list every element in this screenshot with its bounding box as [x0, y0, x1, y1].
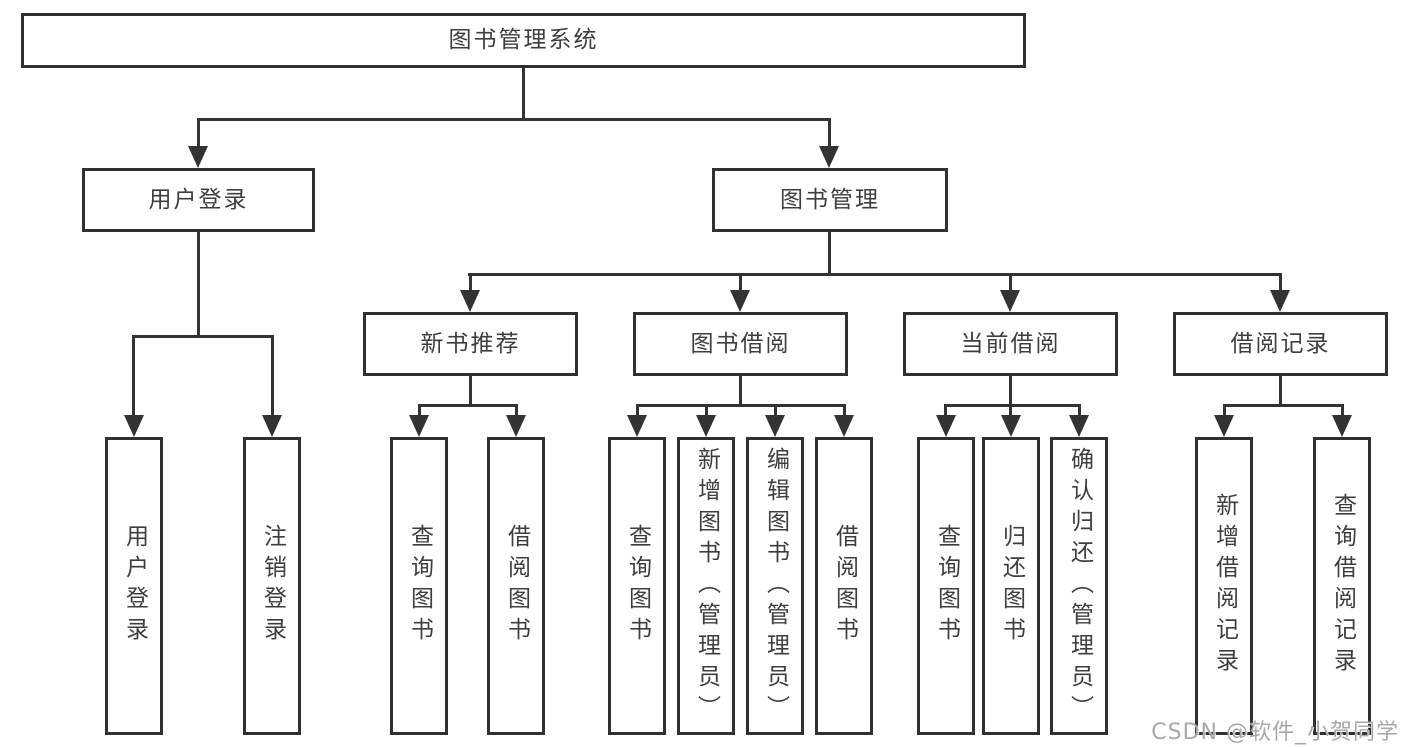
- leaf-add-book-admin: 新增图书（管理员）: [677, 437, 735, 735]
- connector-line: [418, 404, 518, 407]
- leaf-user-login: 用户登录: [105, 437, 163, 735]
- node-book-management: 图书管理: [712, 168, 948, 232]
- leaf-return-book: 归还图书: [982, 437, 1040, 735]
- connector-line: [132, 335, 135, 417]
- connector-line: [828, 118, 831, 148]
- connector-arrowhead: [188, 146, 208, 168]
- node-new-book-recommend: 新书推荐: [363, 312, 578, 376]
- connector-line: [469, 273, 472, 292]
- connector-arrowhead: [506, 415, 526, 437]
- connector-arrowhead: [936, 415, 956, 437]
- connector-line: [944, 404, 1081, 407]
- connector-line: [1279, 374, 1282, 407]
- connector-arrowhead: [409, 415, 429, 437]
- connector-line: [1341, 404, 1344, 417]
- node-borrow-records: 借阅记录: [1173, 312, 1388, 376]
- connector-arrowhead: [262, 415, 282, 437]
- connector-line: [1223, 404, 1344, 407]
- connector-line: [828, 232, 831, 276]
- connector-line: [468, 273, 1282, 276]
- connector-line: [132, 335, 274, 338]
- connector-line: [271, 335, 274, 417]
- connector-line: [636, 404, 639, 417]
- connector-line: [469, 374, 472, 407]
- connector-line: [843, 404, 846, 417]
- connector-arrowhead: [124, 415, 144, 437]
- connector-line: [522, 66, 525, 121]
- connector-arrowhead: [627, 415, 647, 437]
- leaf-borrow-books-recommend: 借阅图书: [487, 437, 545, 735]
- connector-line: [705, 404, 708, 417]
- connector-arrowhead: [1332, 415, 1352, 437]
- connector-arrowhead: [1214, 415, 1234, 437]
- leaf-query-books-recommend: 查询图书: [390, 437, 448, 735]
- connector-arrowhead: [730, 290, 750, 312]
- connector-arrowhead: [1001, 415, 1021, 437]
- connector-line: [1009, 404, 1012, 417]
- connector-arrowhead: [1270, 290, 1290, 312]
- connector-line: [1009, 273, 1012, 292]
- leaf-add-borrow-record: 新增借阅记录: [1195, 437, 1253, 735]
- leaf-edit-book-admin: 编辑图书（管理员）: [746, 437, 804, 735]
- leaf-confirm-return-admin: 确认归还（管理员）: [1050, 437, 1108, 735]
- connector-line: [636, 404, 845, 407]
- connector-line: [197, 118, 200, 148]
- connector-line: [1223, 404, 1226, 417]
- connector-arrowhead: [460, 290, 480, 312]
- watermark: CSDN @软件_小贺同学: [1151, 720, 1399, 745]
- leaf-query-borrow-record: 查询借阅记录: [1313, 437, 1371, 735]
- connector-line: [1009, 374, 1012, 407]
- node-book-borrow: 图书借阅: [633, 312, 848, 376]
- connector-arrowhead: [1069, 415, 1089, 437]
- connector-line: [418, 404, 421, 417]
- connector-line: [515, 404, 518, 417]
- connector-line: [197, 118, 831, 121]
- connector-line: [1078, 404, 1081, 417]
- connector-line: [774, 404, 777, 417]
- connector-line: [197, 232, 200, 338]
- connector-line: [944, 404, 947, 417]
- leaf-logout: 注销登录: [243, 437, 301, 735]
- connector-arrowhead: [1000, 290, 1020, 312]
- connector-line: [739, 374, 742, 407]
- connector-arrowhead: [819, 146, 839, 168]
- connector-arrowhead: [765, 415, 785, 437]
- node-user-login: 用户登录: [82, 168, 315, 232]
- connector-line: [739, 273, 742, 292]
- leaf-query-books-current: 查询图书: [917, 437, 975, 735]
- leaf-query-books-borrow: 查询图书: [608, 437, 666, 735]
- node-current-borrow: 当前借阅: [903, 312, 1118, 376]
- leaf-borrow-books: 借阅图书: [815, 437, 873, 735]
- connector-line: [1279, 273, 1282, 292]
- connector-arrowhead: [696, 415, 716, 437]
- node-library-management-system: 图书管理系统: [21, 13, 1026, 68]
- connector-arrowhead: [834, 415, 854, 437]
